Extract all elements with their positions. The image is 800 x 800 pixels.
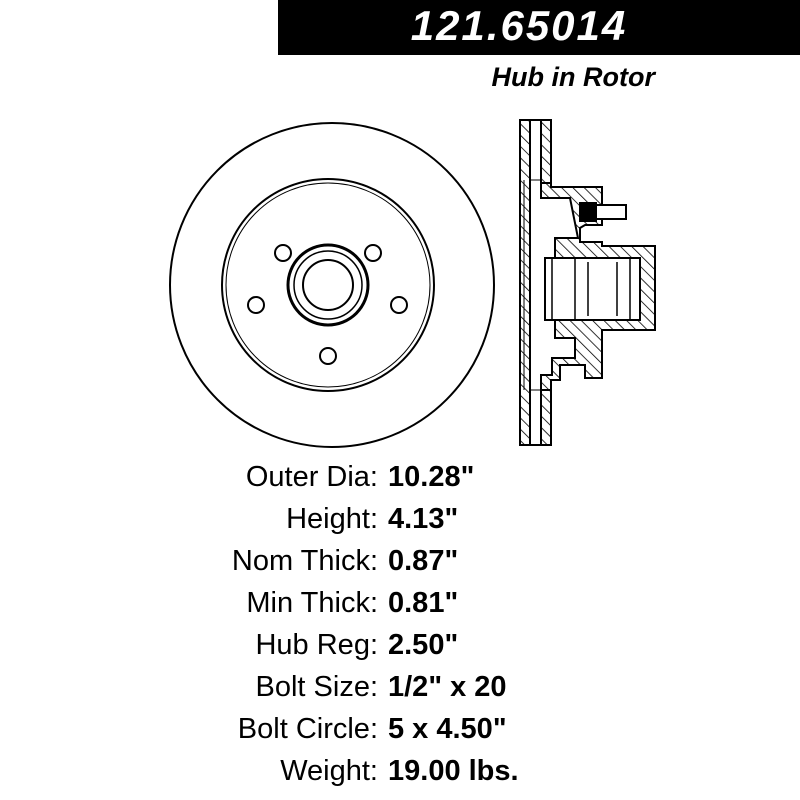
spec-value: 19.00 lbs.: [388, 754, 519, 787]
bolt-holes: [247, 244, 408, 365]
spec-table: Outer Dia: 10.28" Height: 4.13" Nom Thick:…: [0, 456, 800, 792]
spec-label: Weight:: [280, 754, 378, 787]
spec-row: Hub Reg: 2.50": [0, 624, 800, 666]
part-number-banner: 121.65014: [278, 0, 800, 55]
rotor-side-view: [519, 119, 656, 446]
spec-label: Height:: [286, 502, 378, 535]
spec-value: 5 x 4.50": [388, 712, 507, 745]
spec-row: Outer Dia: 10.28": [0, 456, 800, 498]
spec-row: Bolt Size: 1/2" x 20: [0, 666, 800, 708]
spec-row: Height: 4.13": [0, 498, 800, 540]
product-type: Hub in Rotor: [491, 62, 655, 92]
spec-label: Hub Reg:: [255, 628, 378, 661]
spec-label: Min Thick:: [246, 586, 378, 619]
spec-row: Bolt Circle: 5 x 4.50": [0, 708, 800, 750]
spec-row: Min Thick: 0.81": [0, 582, 800, 624]
hub-bore-outer: [286, 243, 370, 327]
spec-row: Nom Thick: 0.87": [0, 540, 800, 582]
rotor-hat-edge: [221, 178, 435, 392]
spec-label: Nom Thick:: [231, 544, 378, 577]
rotor-front-view: [169, 122, 495, 448]
spec-value: 4.13": [388, 502, 459, 535]
spec-row: Weight: 19.00 lbs.: [0, 750, 800, 792]
spec-value: 10.28": [388, 460, 475, 493]
spec-label: Bolt Size:: [255, 670, 379, 703]
spec-value: 1/2" x 20: [388, 670, 507, 703]
spec-label: Bolt Circle:: [237, 712, 378, 745]
spec-label: Outer Dia:: [245, 460, 378, 493]
hub-bore-inner: [302, 259, 354, 311]
part-number: 121.65014: [410, 2, 628, 49]
spec-value: 2.50": [388, 628, 459, 661]
spec-value: 0.87": [388, 544, 459, 577]
rotor-outer-edge: [169, 122, 495, 448]
wheel-stud: [579, 202, 597, 222]
spec-value: 0.81": [388, 586, 459, 619]
